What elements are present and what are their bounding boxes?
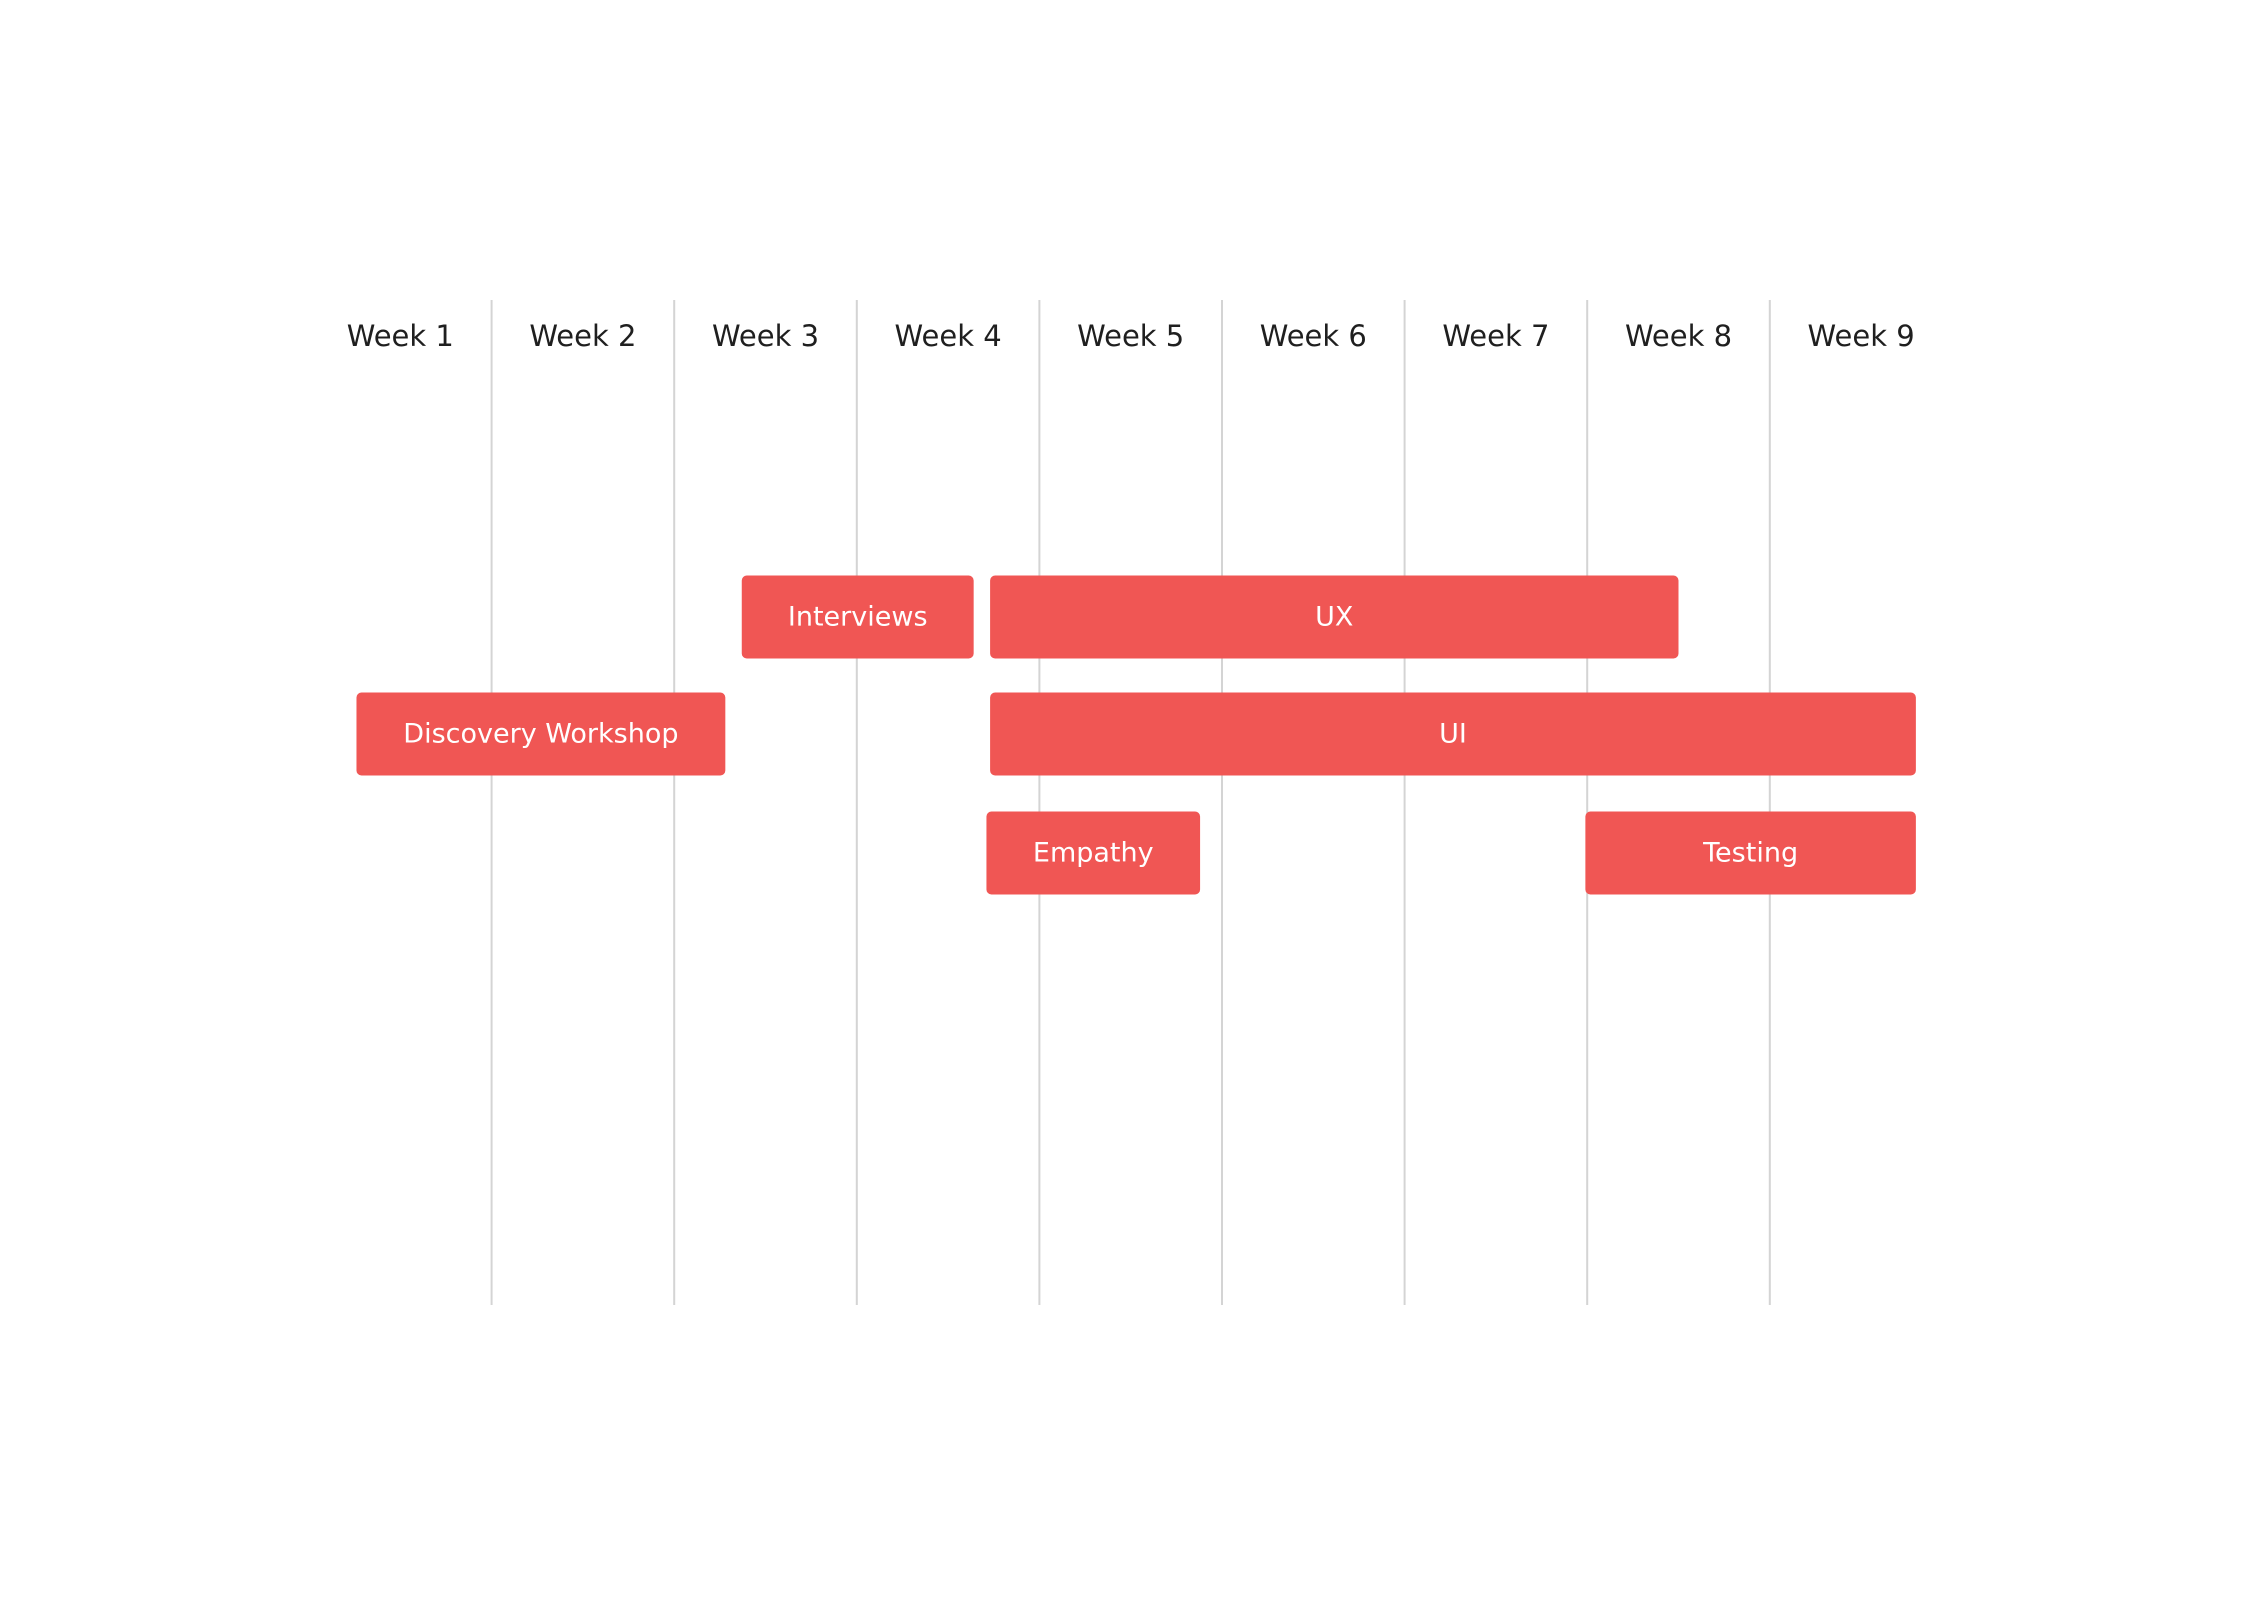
week-label-5: Week 5 (1077, 319, 1184, 353)
task-bar-ux: UX (990, 575, 1679, 659)
week-label-6: Week 6 (1260, 319, 1367, 353)
week-header: Week 1 Week 2 Week 3 Week 4 Week 5 Week 6 Week… (347, 319, 1915, 353)
task-bar-discovery-workshop: Discovery Workshop (356, 692, 726, 776)
week-label-4: Week 4 (895, 319, 1002, 353)
task-label: Empathy (1033, 838, 1154, 869)
task-label: Testing (1702, 838, 1798, 869)
week-label-2: Week 2 (529, 319, 636, 353)
task-label: Discovery Workshop (403, 719, 678, 750)
week-label-1: Week 1 (347, 319, 454, 353)
task-bar-rect (986, 811, 1201, 895)
week-label-9: Week 9 (1808, 319, 1915, 353)
task-label: Interviews (788, 602, 928, 633)
task-bar-interviews: Interviews (741, 575, 974, 659)
week-label-7: Week 7 (1442, 319, 1549, 353)
task-bar-testing: Testing (1585, 811, 1916, 895)
task-label: UX (1315, 602, 1353, 633)
week-dividers (490, 300, 1771, 1305)
task-bar-rect (1585, 811, 1916, 895)
task-bar-rect (356, 692, 726, 776)
task-bar-rect (990, 575, 1679, 659)
week-label-8: Week 8 (1625, 319, 1732, 353)
task-bar-rect (990, 692, 1916, 776)
task-bar-empathy: Empathy (986, 811, 1201, 895)
task-bar-ui: UI (990, 692, 1916, 776)
task-label: UI (1439, 719, 1467, 750)
task-bars: Interviews UX Discovery Workshop UI Empathy T… (356, 575, 1916, 895)
task-bar-rect (741, 575, 974, 659)
week-label-3: Week 3 (712, 319, 819, 353)
